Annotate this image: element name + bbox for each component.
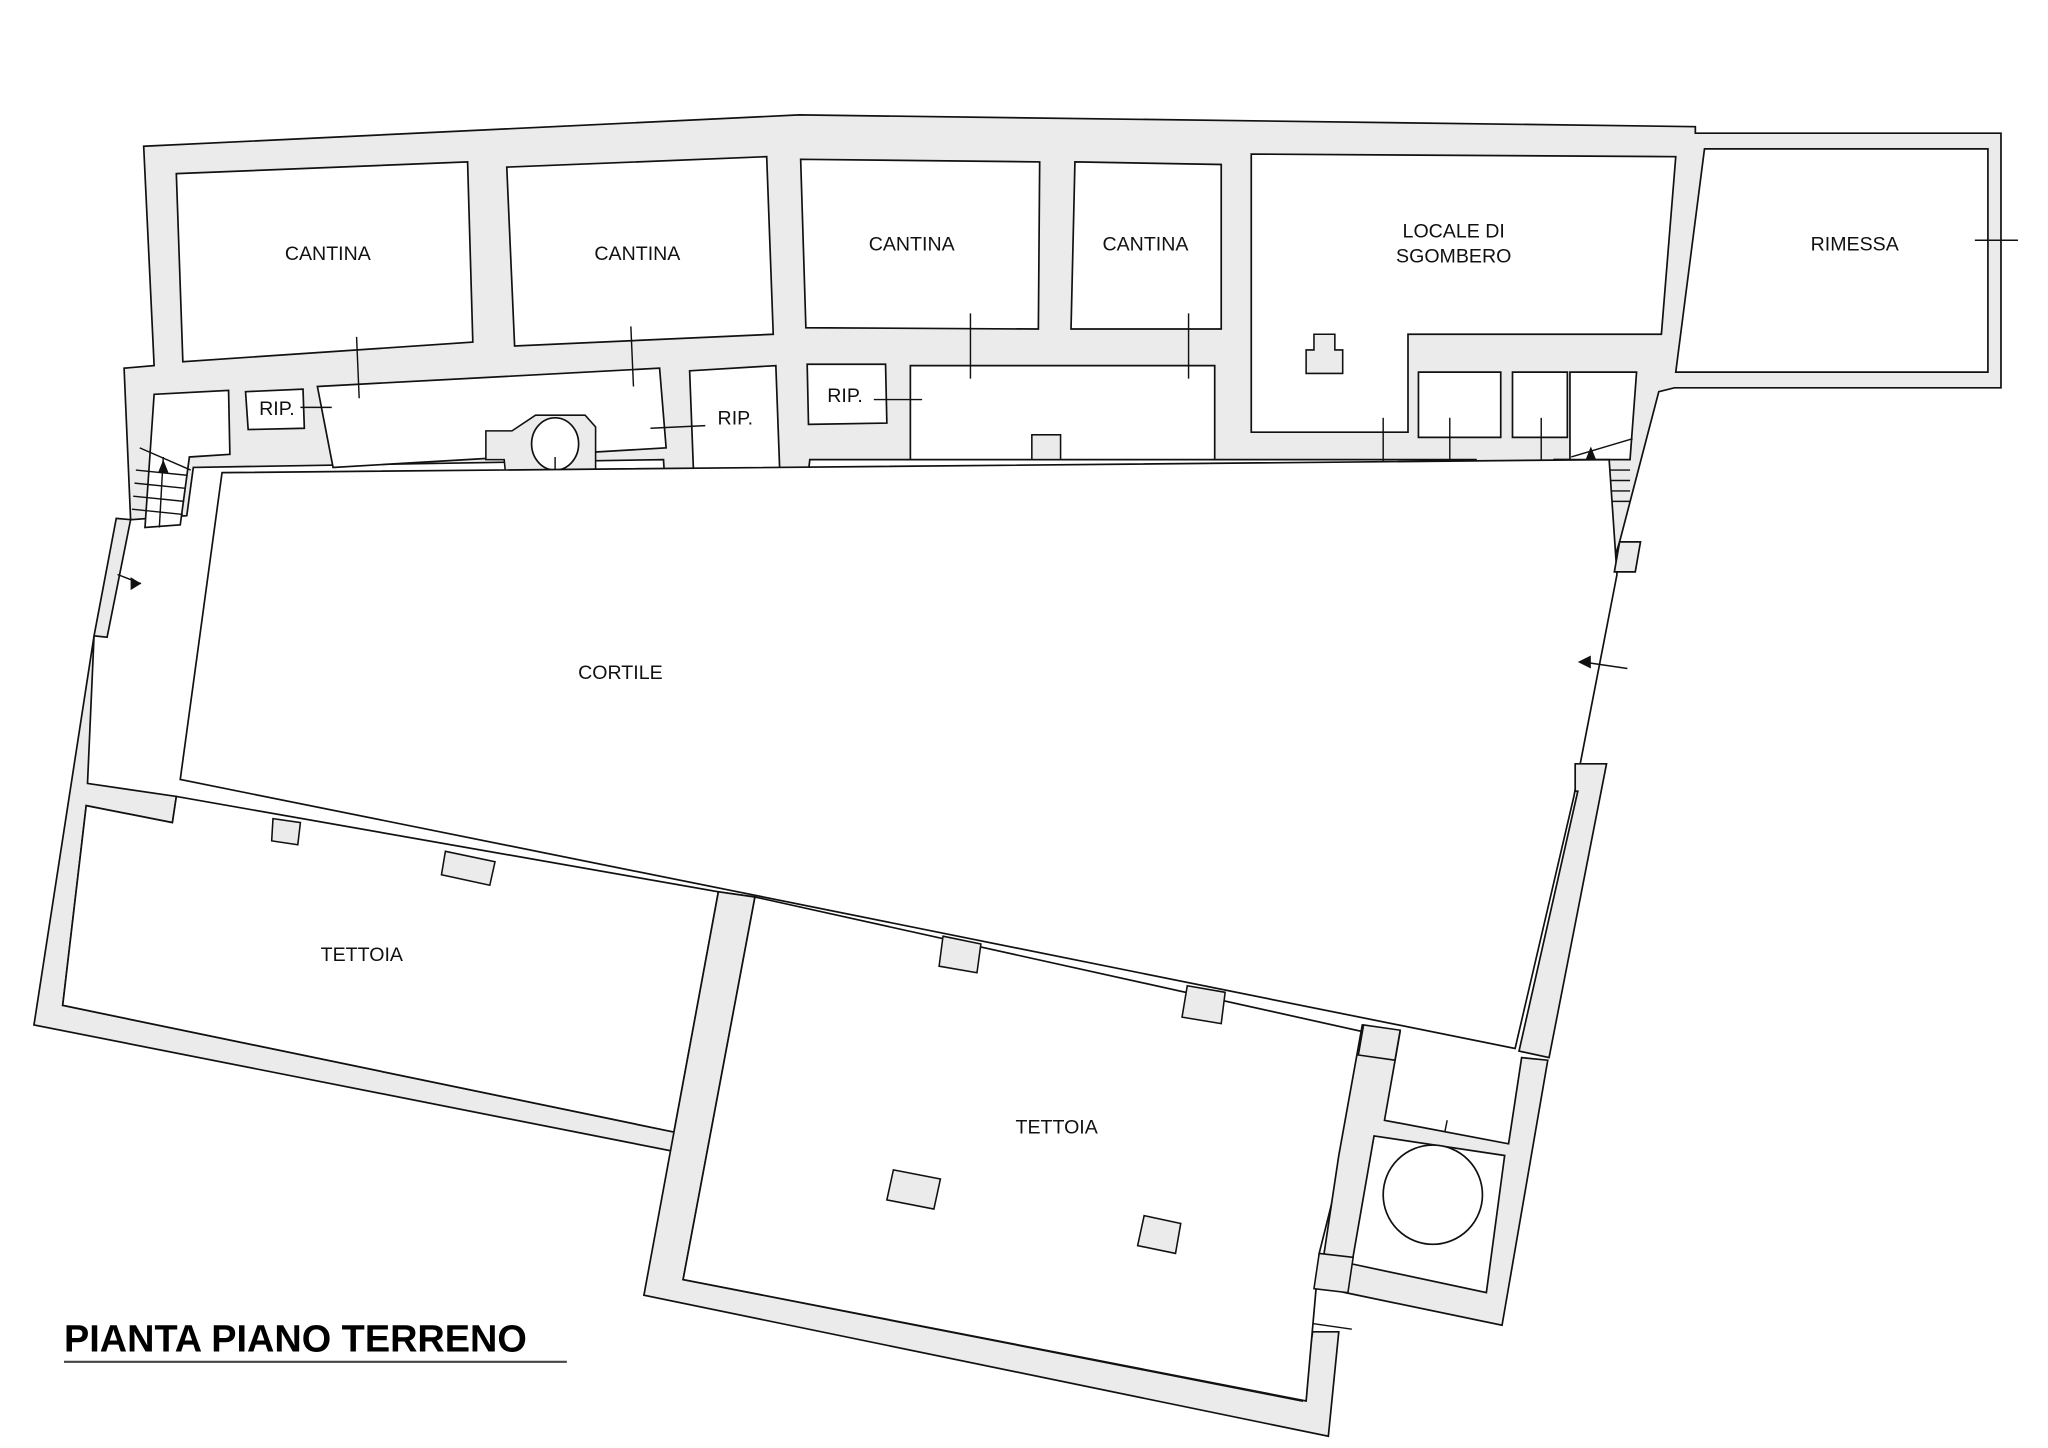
pillar	[440, 850, 496, 887]
room-cantina-3	[799, 158, 1041, 330]
label-cortile: CORTILE	[578, 662, 663, 684]
pillar	[270, 817, 302, 846]
east-wall	[1613, 541, 1642, 573]
stair-well-left	[144, 389, 231, 529]
closet-2	[1511, 371, 1569, 439]
tank-icon	[1382, 1144, 1484, 1246]
east-wall-lower	[1518, 762, 1608, 1059]
label-rip-3: RIP.	[827, 385, 863, 407]
label-cantina-2: CANTINA	[594, 243, 681, 265]
label-locale-line1: LOCALE DI	[1403, 221, 1505, 243]
room-locale-di-sgombero	[1250, 153, 1677, 434]
label-tettoia-1: TETTOIA	[321, 944, 404, 966]
plan-title: PIANTA PIANO TERRENO	[64, 1318, 527, 1360]
label-rimessa: RIMESSA	[1811, 234, 1900, 256]
pillar	[1313, 1252, 1355, 1294]
label-cantina-1: CANTINA	[285, 243, 372, 265]
room-cortile	[179, 458, 1618, 1050]
room-rip-1	[244, 388, 306, 431]
entrance-arrow-west-icon	[130, 577, 142, 591]
pillar	[1181, 984, 1227, 1025]
pillar	[885, 1168, 942, 1210]
pillar	[1357, 1024, 1402, 1062]
room-cantina-4	[1070, 161, 1223, 330]
closet-1	[1417, 371, 1502, 439]
label-rip-1: RIP.	[259, 398, 295, 420]
pillar	[938, 935, 982, 974]
room-rip-3	[806, 363, 888, 426]
label-locale-line2: SGOMBERO	[1396, 245, 1511, 267]
label-cantina-3: CANTINA	[869, 234, 956, 256]
hall	[909, 364, 1216, 461]
room-cantina-1	[175, 161, 474, 363]
door-markers	[300, 239, 2018, 1330]
west-wall	[93, 517, 132, 639]
entrance-arrow-east-icon	[1577, 655, 1591, 669]
label-tettoia-2: TETTOIA	[1015, 1116, 1098, 1138]
room-cantina-2	[505, 155, 775, 347]
pillar	[1136, 1214, 1182, 1255]
label-rip-2: RIP.	[718, 407, 754, 429]
room-rimessa	[1674, 147, 1989, 373]
chimney-icon	[1305, 333, 1344, 375]
stairs-left-icon	[131, 447, 191, 528]
label-cantina-4: CANTINA	[1102, 234, 1189, 256]
pillar	[1031, 434, 1062, 461]
